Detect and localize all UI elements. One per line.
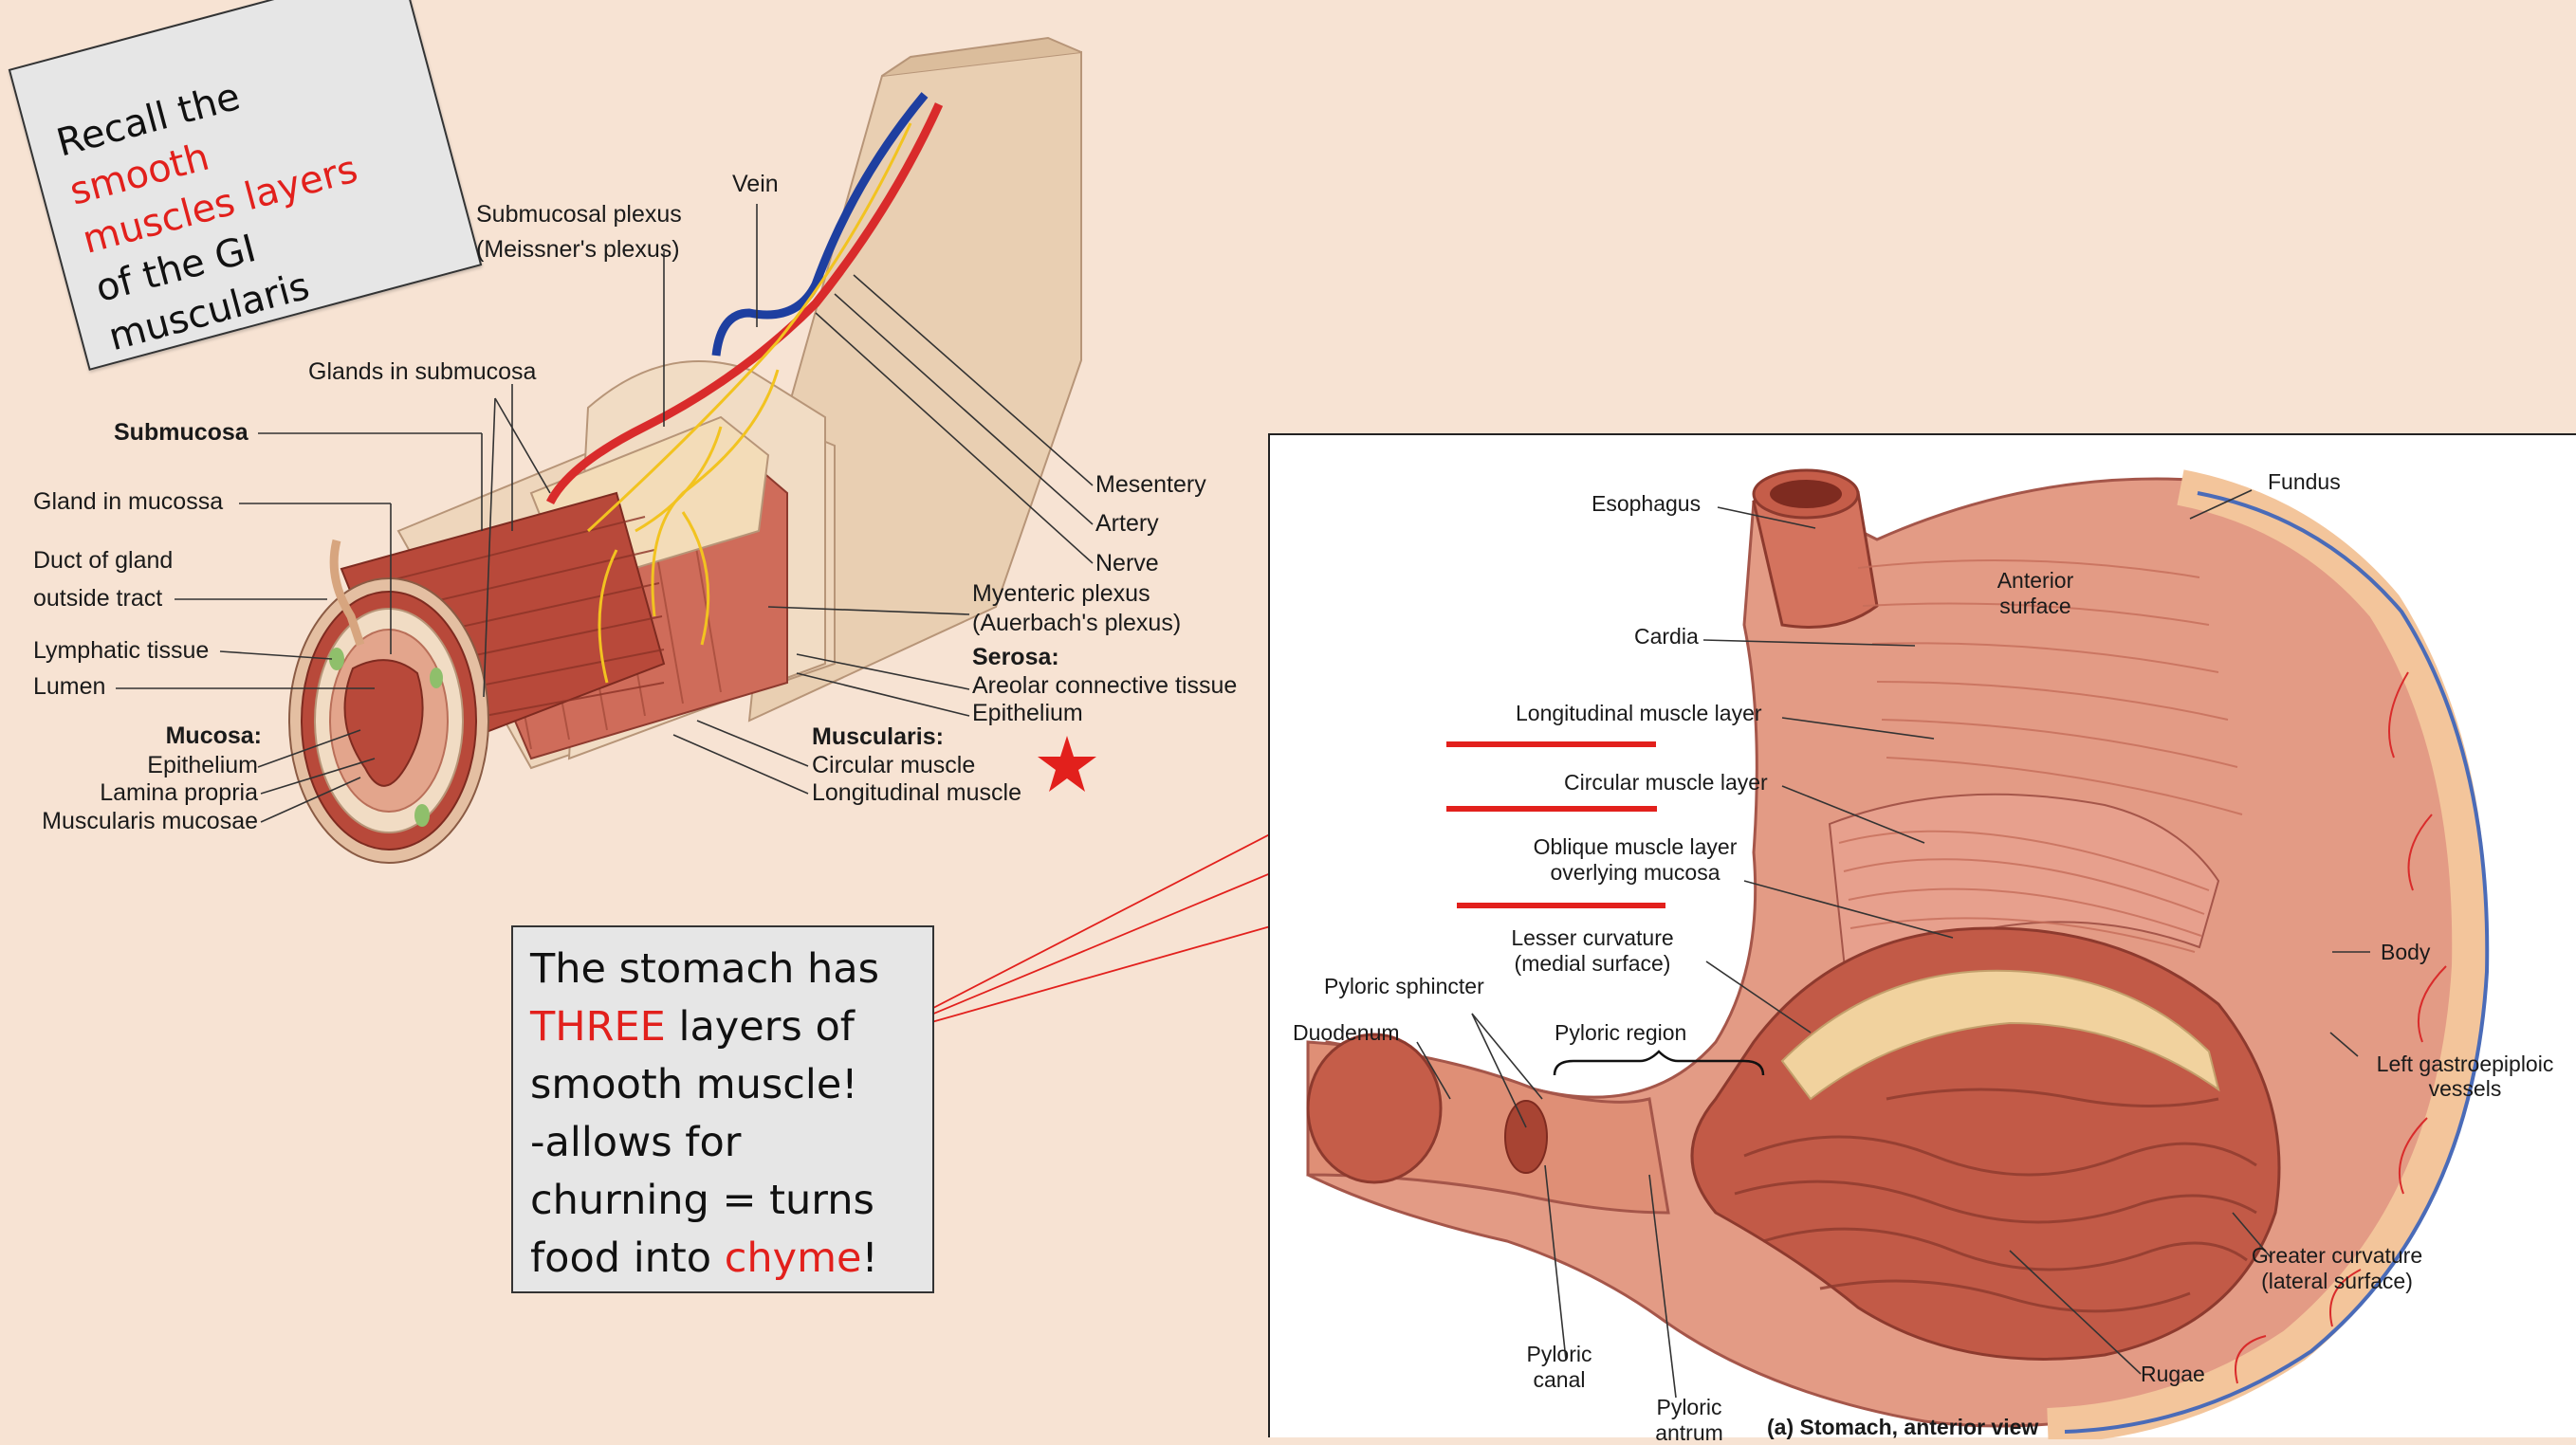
label-pyloric-canal-1: Pyloric — [1526, 1342, 1592, 1366]
label-submucosal-plexus-2: (Meissner's plexus) — [476, 236, 680, 263]
label-oblique-2: overlying mucosa — [1550, 860, 1720, 885]
label-submucosal-plexus-1: Submucosal plexus — [476, 201, 682, 228]
label-duodenum: Duodenum — [1293, 1020, 1400, 1045]
label-pyloric-sphincter: Pyloric sphincter — [1324, 974, 1484, 998]
label-left-gastroepiploic-2: vessels — [2428, 1076, 2502, 1101]
label-muscularis-mucosae: Muscularis mucosae — [42, 808, 258, 834]
stomach-illustration — [1306, 468, 2490, 1439]
note-line-6: food into chyme! — [530, 1230, 915, 1288]
label-myenteric-plexus-2: (Auerbach's plexus) — [972, 610, 1182, 636]
label-areolar: Areolar connective tissue — [972, 672, 1238, 699]
label-lesser-curvature-1: Lesser curvature — [1511, 925, 1674, 950]
note-three: THREE — [530, 1003, 666, 1051]
note-line-6-pre: food into — [530, 1235, 725, 1282]
label-serosa-epithelium: Epithelium — [972, 700, 1083, 726]
label-pyloric-antrum-2: antrum — [1655, 1420, 1723, 1445]
label-circular-layer: Circular muscle layer — [1564, 770, 1768, 795]
label-artery: Artery — [1095, 510, 1159, 537]
note-line-6-post: ! — [861, 1235, 878, 1282]
note-line-3: smooth muscle! — [530, 1061, 858, 1108]
label-rugae: Rugae — [2141, 1362, 2205, 1386]
label-cardia: Cardia — [1634, 624, 1699, 649]
label-greater-curvature-1: Greater curvature — [2251, 1243, 2423, 1268]
label-esophagus: Esophagus — [1592, 491, 1702, 516]
label-pyloric-canal-2: canal — [1533, 1367, 1586, 1392]
label-longitudinal-layer: Longitudinal muscle layer — [1516, 701, 1762, 725]
label-glands-in-submucosa: Glands in submucosa — [308, 358, 537, 385]
label-anterior-1: Anterior — [1996, 568, 2074, 593]
label-greater-curvature-2: (lateral surface) — [2261, 1269, 2413, 1293]
note-line-1: The stomach has — [530, 945, 880, 993]
label-duct-of-gland-2: outside tract — [33, 585, 163, 612]
label-lymphatic-tissue: Lymphatic tissue — [33, 637, 210, 664]
label-pyloric-antrum-1: Pyloric — [1656, 1395, 1722, 1419]
label-nerve: Nerve — [1095, 550, 1159, 576]
note-line-2: THREE layers of — [530, 998, 915, 1056]
label-lumen: Lumen — [33, 673, 106, 700]
label-pyloric-region: Pyloric region — [1555, 1020, 1687, 1045]
label-lamina-propria: Lamina propria — [100, 779, 258, 806]
stomach-panel: Esophagus Fundus Anterior surface Cardia… — [1268, 433, 2576, 1445]
label-mucosa: Mucosa: — [165, 722, 262, 749]
label-mesentery: Mesentery — [1095, 471, 1206, 498]
label-fundus: Fundus — [2268, 469, 2341, 494]
figure-caption: (a) Stomach, anterior view — [1767, 1415, 2039, 1439]
star-icon — [1038, 736, 1096, 792]
label-body: Body — [2381, 940, 2431, 964]
label-anterior-2: surface — [1999, 594, 2071, 618]
label-myenteric-plexus-1: Myenteric plexus — [972, 580, 1150, 607]
label-vein: Vein — [732, 171, 779, 197]
note-line-4: -allows for — [530, 1119, 742, 1166]
label-epithelium: Epithelium — [147, 752, 258, 778]
label-circular-muscle: Circular muscle — [812, 752, 976, 778]
label-submucosa: Submucosa — [114, 419, 248, 446]
label-oblique-1: Oblique muscle layer — [1533, 834, 1738, 859]
stomach-note: The stomach has THREE layers of smooth m… — [511, 925, 934, 1293]
note-chyme: chyme — [724, 1235, 862, 1282]
label-gland-in-mucosa: Gland in mucossa — [33, 488, 224, 515]
label-lesser-curvature-2: (medial surface) — [1514, 951, 1671, 976]
note-line-2-rest: layers of — [665, 1003, 855, 1051]
label-longitudinal-muscle: Longitudinal muscle — [812, 779, 1021, 806]
note-line-5: churning = turns — [530, 1177, 874, 1224]
label-muscularis: Muscularis: — [812, 723, 944, 750]
label-left-gastroepiploic-1: Left gastroepiploic — [2376, 1052, 2554, 1076]
label-serosa: Serosa: — [972, 644, 1059, 670]
label-duct-of-gland-1: Duct of gland — [33, 547, 174, 574]
